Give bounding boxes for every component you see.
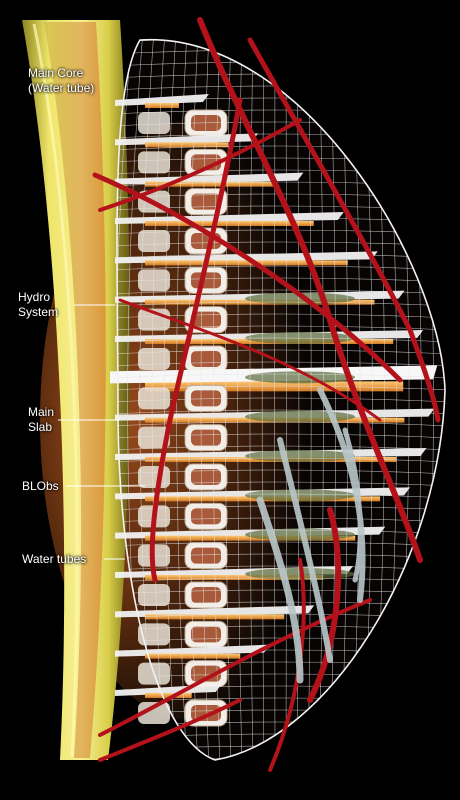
mesh-line <box>117 421 445 427</box>
mesh-line <box>225 39 232 761</box>
blob-pod-window <box>191 351 221 367</box>
mesh-line <box>329 39 336 761</box>
mesh-line <box>117 385 445 391</box>
mesh-line <box>117 373 445 379</box>
blob-pod <box>138 426 170 449</box>
blob-pod-window <box>191 587 221 603</box>
mesh-line <box>117 325 445 331</box>
mesh-line <box>249 39 254 761</box>
blob-pod <box>138 230 170 252</box>
blob-pod-window <box>191 547 221 564</box>
blob-pod <box>138 702 170 724</box>
label-main-core: Main Core (Water tube) <box>28 66 95 95</box>
mesh-line <box>200 39 210 761</box>
blob-pod-window <box>191 193 221 210</box>
mesh-line <box>117 457 445 463</box>
blob-pod <box>138 348 170 370</box>
mesh-line <box>117 397 445 403</box>
glass-water-tubes <box>256 387 366 684</box>
blob-pod <box>138 584 170 606</box>
mesh-line <box>212 39 221 761</box>
garden-patch <box>245 489 355 502</box>
leader-lines <box>58 304 145 560</box>
mesh-line <box>117 253 445 259</box>
blob-pod <box>138 387 170 410</box>
floor-slab <box>115 290 405 334</box>
main-core-tube <box>22 20 130 760</box>
floor-stack <box>110 94 438 727</box>
blob-pod <box>138 112 170 134</box>
mesh-line <box>274 39 276 761</box>
garden-patch <box>245 410 355 423</box>
label-blobs: BLObs <box>22 479 59 493</box>
label-water-tubes: Water tubes <box>22 552 87 566</box>
mesh-line <box>237 39 243 761</box>
label-hydro-system: Hydro System <box>18 290 59 319</box>
garden-patch <box>245 450 355 462</box>
garden-patch <box>245 292 355 305</box>
mesh-line <box>188 39 199 761</box>
blob-pod <box>138 151 170 174</box>
hydro-red-tubes <box>92 17 441 772</box>
blob-pod-window <box>191 429 221 446</box>
mesh-line <box>117 301 445 307</box>
mesh-line <box>117 469 445 475</box>
mesh-line <box>117 409 445 415</box>
blob-pod-window <box>191 272 221 289</box>
bulb-outline <box>116 39 446 761</box>
mesh-line <box>117 349 445 355</box>
mesh-line <box>117 481 445 487</box>
mesh-line <box>117 433 445 439</box>
mesh-line <box>285 39 287 761</box>
blob-pod-window <box>191 665 221 682</box>
label-main-slab: Main Slab <box>28 405 55 434</box>
mesh-line <box>117 265 445 271</box>
mesh-line <box>117 337 445 343</box>
mesh-line <box>117 289 445 295</box>
blob-pod-window <box>191 508 221 525</box>
